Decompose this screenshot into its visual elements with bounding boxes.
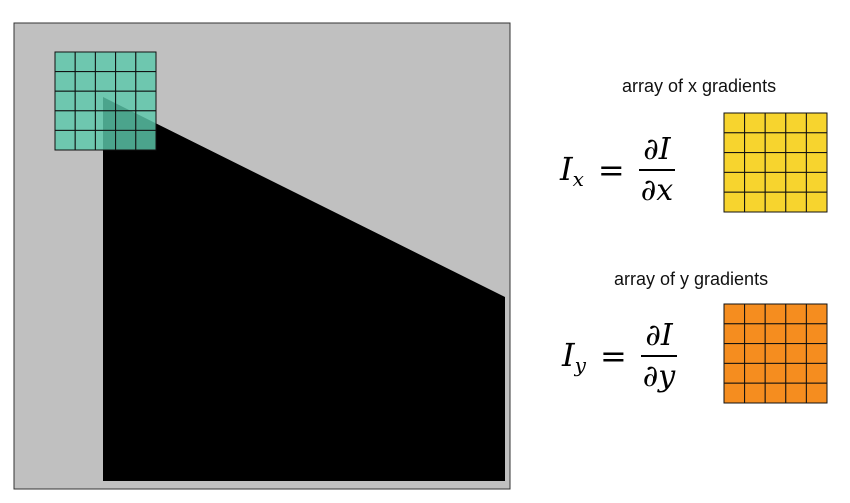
y-array-cell — [764, 343, 787, 364]
y-array-cell — [744, 303, 766, 325]
y-eq-numerator: ∂I — [645, 318, 673, 353]
x-eq-numerator: ∂I — [643, 132, 671, 167]
window-cell — [74, 110, 96, 131]
x-array-cell — [805, 191, 828, 213]
x-eq-fraction: ∂I ∂x — [638, 132, 676, 208]
y-array-cell — [785, 303, 807, 325]
x-array-cell — [805, 112, 828, 134]
window-cell — [74, 129, 96, 151]
y-array-cell — [805, 303, 828, 325]
y-array-cell — [805, 382, 828, 404]
y-eq-lhs: Iy — [562, 335, 586, 377]
y-array-cell — [723, 343, 746, 364]
window-cell — [94, 71, 117, 92]
x-array-cell — [785, 191, 807, 213]
x-array-cell — [764, 112, 787, 134]
y-array-cell — [744, 382, 766, 404]
window-cell — [54, 110, 76, 131]
x-array-cell — [764, 171, 787, 193]
x-array-cell — [785, 152, 807, 173]
y-array-cell — [805, 343, 828, 364]
y-array-cell — [785, 382, 807, 404]
window-cell — [94, 129, 117, 151]
sliding-window-grid — [54, 51, 157, 151]
black-polygon-shape — [103, 97, 505, 481]
y-array-cell — [785, 343, 807, 364]
x-array-cell — [723, 152, 746, 173]
x-eq-equals: = — [597, 151, 625, 189]
y-array-cell — [764, 382, 787, 404]
x-array-cell — [785, 132, 807, 154]
x-gradient-array — [723, 112, 828, 213]
x-array-cell — [744, 132, 766, 154]
x-array-cell — [744, 152, 766, 173]
y-eq-denominator: ∂y — [642, 359, 676, 394]
x-array-cell — [744, 112, 766, 134]
x-array-cell — [764, 152, 787, 173]
y-array-cell — [723, 362, 746, 384]
x-array-cell — [764, 191, 787, 213]
x-array-cell — [723, 191, 746, 213]
y-array-cell — [744, 343, 766, 364]
y-array-cell — [805, 323, 828, 345]
window-cell — [94, 90, 117, 112]
window-cell — [135, 90, 157, 112]
window-cell — [135, 110, 157, 131]
window-cell — [74, 71, 96, 92]
window-cell — [115, 129, 137, 151]
window-cell — [74, 90, 96, 112]
x-array-cell — [764, 132, 787, 154]
x-array-cell — [723, 112, 746, 134]
x-array-cell — [723, 132, 746, 154]
x-eq-denominator: ∂x — [640, 173, 674, 208]
window-cell — [54, 129, 76, 151]
y-array-cell — [785, 362, 807, 384]
window-cell — [54, 71, 76, 92]
window-cell — [94, 51, 117, 73]
y-array-cell — [744, 362, 766, 384]
x-array-cell — [805, 152, 828, 173]
window-cell — [54, 51, 76, 73]
window-cell — [135, 129, 157, 151]
y-array-cell — [764, 303, 787, 325]
window-cell — [54, 90, 76, 112]
y-array-cell — [723, 382, 746, 404]
window-cell — [135, 71, 157, 92]
x-gradient-caption: array of x gradients — [622, 76, 777, 96]
y-array-cell — [723, 323, 746, 345]
x-array-cell — [785, 171, 807, 193]
y-gradient-equation: Iy = ∂I ∂y — [562, 318, 678, 394]
x-array-cell — [805, 171, 828, 193]
y-eq-equals: = — [599, 337, 627, 375]
y-gradient-caption: array of y gradients — [614, 269, 769, 289]
y-array-cell — [764, 323, 787, 345]
y-eq-fraction-bar — [640, 355, 678, 357]
y-array-cell — [805, 362, 828, 384]
y-array-cell — [723, 303, 746, 325]
x-array-cell — [744, 191, 766, 213]
window-cell — [115, 51, 137, 73]
x-array-cell — [785, 112, 807, 134]
x-eq-fraction-bar — [638, 169, 676, 171]
y-eq-fraction: ∂I ∂y — [640, 318, 678, 394]
y-array-cell — [785, 323, 807, 345]
x-array-cell — [744, 171, 766, 193]
x-array-cell — [805, 132, 828, 154]
x-array-cell — [723, 171, 746, 193]
window-cell — [74, 51, 96, 73]
y-array-cell — [744, 323, 766, 345]
window-cell — [115, 110, 137, 131]
window-cell — [115, 71, 137, 92]
x-gradient-equation: Ix = ∂I ∂x — [560, 132, 676, 208]
window-cell — [94, 110, 117, 131]
y-array-cell — [764, 362, 787, 384]
window-cell — [115, 90, 137, 112]
x-eq-lhs: Ix — [560, 149, 584, 191]
window-cell — [135, 51, 157, 73]
y-gradient-array — [723, 303, 828, 404]
